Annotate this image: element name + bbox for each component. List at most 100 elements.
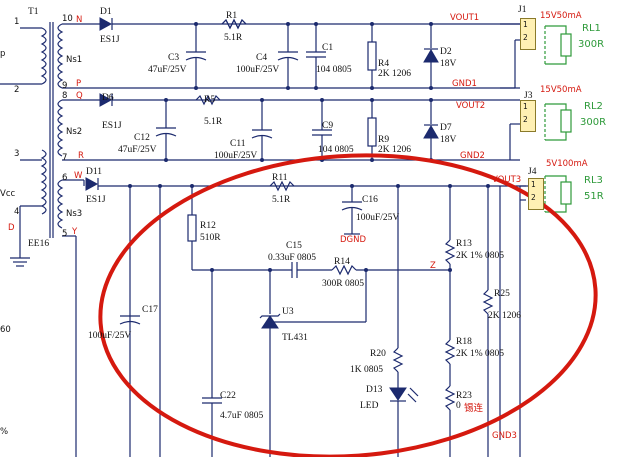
val-d7: 18V <box>440 135 457 145</box>
val-c11: 100uF/25V <box>214 151 258 161</box>
ref-r12: R12 <box>200 221 216 231</box>
val-c9: 104 0805 <box>318 145 354 155</box>
pin-label: 7 <box>62 153 68 163</box>
pin-j3-1: 1 <box>523 102 528 111</box>
ref-r11: R11 <box>272 173 288 183</box>
pin-j4-1: 1 <box>531 180 536 189</box>
rail-3-wiring <box>62 177 530 457</box>
left-edge-fragment: 60 <box>0 325 11 335</box>
winding-label-vcc: Vcc <box>0 189 16 199</box>
val-c22: 4.7uF 0805 <box>220 411 264 421</box>
load-value-rl1: 300R <box>578 39 605 50</box>
ref-r14: R14 <box>334 257 350 267</box>
ref-r5: R5 <box>204 95 216 105</box>
output-loads <box>544 25 572 213</box>
ref-r1: R1 <box>226 11 238 21</box>
ref-d7: D7 <box>440 123 452 133</box>
net-label-d: D <box>8 223 15 233</box>
rail-label-gnd1: GND1 <box>452 79 477 89</box>
val-r1: 5.1R <box>224 33 243 43</box>
ref-r9: R9 <box>378 135 390 145</box>
rail-2-wiring <box>62 93 520 162</box>
val-c12: 47uF/25V <box>118 145 157 155</box>
pin-label: 4 <box>14 207 20 217</box>
ref-d1: D1 <box>100 7 112 17</box>
load-value-rl3: 51R <box>584 191 604 202</box>
val-c3: 47uF/25V <box>148 65 187 75</box>
val-d11: ES1J <box>86 195 106 205</box>
val-r4: 2K 1206 <box>378 69 411 79</box>
val-r9: 2K 1206 <box>378 145 411 155</box>
winding-label-ns2: Ns2 <box>66 127 83 137</box>
val-r14: 300R 0805 <box>322 279 364 289</box>
net-label-w: W <box>74 171 83 181</box>
val-d6: ES1J <box>102 121 122 131</box>
rating-j3: 15V50mA <box>540 85 582 95</box>
left-edge-fragment: p <box>0 49 6 59</box>
ref-d2: D2 <box>440 47 452 57</box>
pin-label: 6 <box>62 173 68 183</box>
ref-j4: J4 <box>528 167 537 177</box>
ref-c3: C3 <box>168 53 180 63</box>
val-d2: 18V <box>440 59 457 69</box>
rail-label-gnd2: GND2 <box>460 151 485 161</box>
net-label-r: R <box>78 151 84 161</box>
ref-r4: R4 <box>378 59 390 69</box>
transformer-ref: T1 <box>28 7 39 17</box>
val-c17: 100uF/25V <box>88 331 132 341</box>
pin-label: 3 <box>14 149 20 159</box>
ref-c17: C17 <box>142 305 158 315</box>
pin-label: 10 <box>62 14 73 24</box>
rail-1-wiring <box>62 17 520 90</box>
ref-c16: C16 <box>362 195 378 205</box>
transformer-t1 <box>0 22 64 267</box>
highlight-ellipse <box>98 153 598 457</box>
load-value-rl2: 300R <box>580 117 607 128</box>
net-label-p: P <box>76 79 82 89</box>
winding-label-ns1: Ns1 <box>66 55 83 65</box>
pin-j3-2: 2 <box>523 115 528 124</box>
val-r11: 5.1R <box>272 195 291 205</box>
net-label-n: N <box>76 15 83 25</box>
val-r18: 2K 1% 0805 <box>456 349 505 359</box>
val-c4: 100uF/25V <box>236 65 280 75</box>
rating-j1: 15V50mA <box>540 11 582 21</box>
ref-d11: D11 <box>86 167 103 177</box>
ref-c15: C15 <box>286 241 302 251</box>
ref-j3: J3 <box>524 91 533 101</box>
val-c1: 104 0805 <box>316 65 352 75</box>
load-ref-rl3: RL3 <box>584 175 603 186</box>
pin-label: 1 <box>14 17 20 27</box>
ref-u3: U3 <box>282 307 294 317</box>
ref-c9: C9 <box>322 121 334 131</box>
val-r13: 2K 1% 0805 <box>456 251 505 261</box>
pin-j4-2: 2 <box>531 193 536 202</box>
ref-c22: C22 <box>220 391 236 401</box>
load-ref-rl1: RL1 <box>582 23 601 34</box>
pin-label: 8 <box>62 91 68 101</box>
rail-label-gnd3: GND3 <box>492 431 517 441</box>
val-r12: 510R <box>200 233 221 243</box>
left-edge-fragment: % <box>0 427 9 437</box>
ref-d13: D13 <box>366 385 383 395</box>
ref-c4: C4 <box>256 53 268 63</box>
pin-j1-2: 2 <box>523 33 528 42</box>
net-label-y: Y <box>72 227 78 237</box>
val-r25: 2K 1206 <box>488 311 521 321</box>
winding-label-ns3: Ns3 <box>66 209 83 219</box>
ref-r13: R13 <box>456 239 472 249</box>
ref-r20: R20 <box>370 349 386 359</box>
val-d1: ES1J <box>100 35 120 45</box>
ref-c11: C11 <box>230 139 246 149</box>
ref-c12: C12 <box>134 133 150 143</box>
connector-j4 <box>528 178 544 210</box>
val-c15: 0.33uF 0805 <box>268 253 317 263</box>
ref-r23: R23 <box>456 391 472 401</box>
val-r23: 0 <box>456 401 461 411</box>
net-label-q: Q <box>76 91 83 101</box>
rail-label-dgnd: DGND <box>340 235 367 245</box>
rating-j4: 5V100mA <box>546 159 588 169</box>
solder-note: 锡连 <box>464 403 484 414</box>
